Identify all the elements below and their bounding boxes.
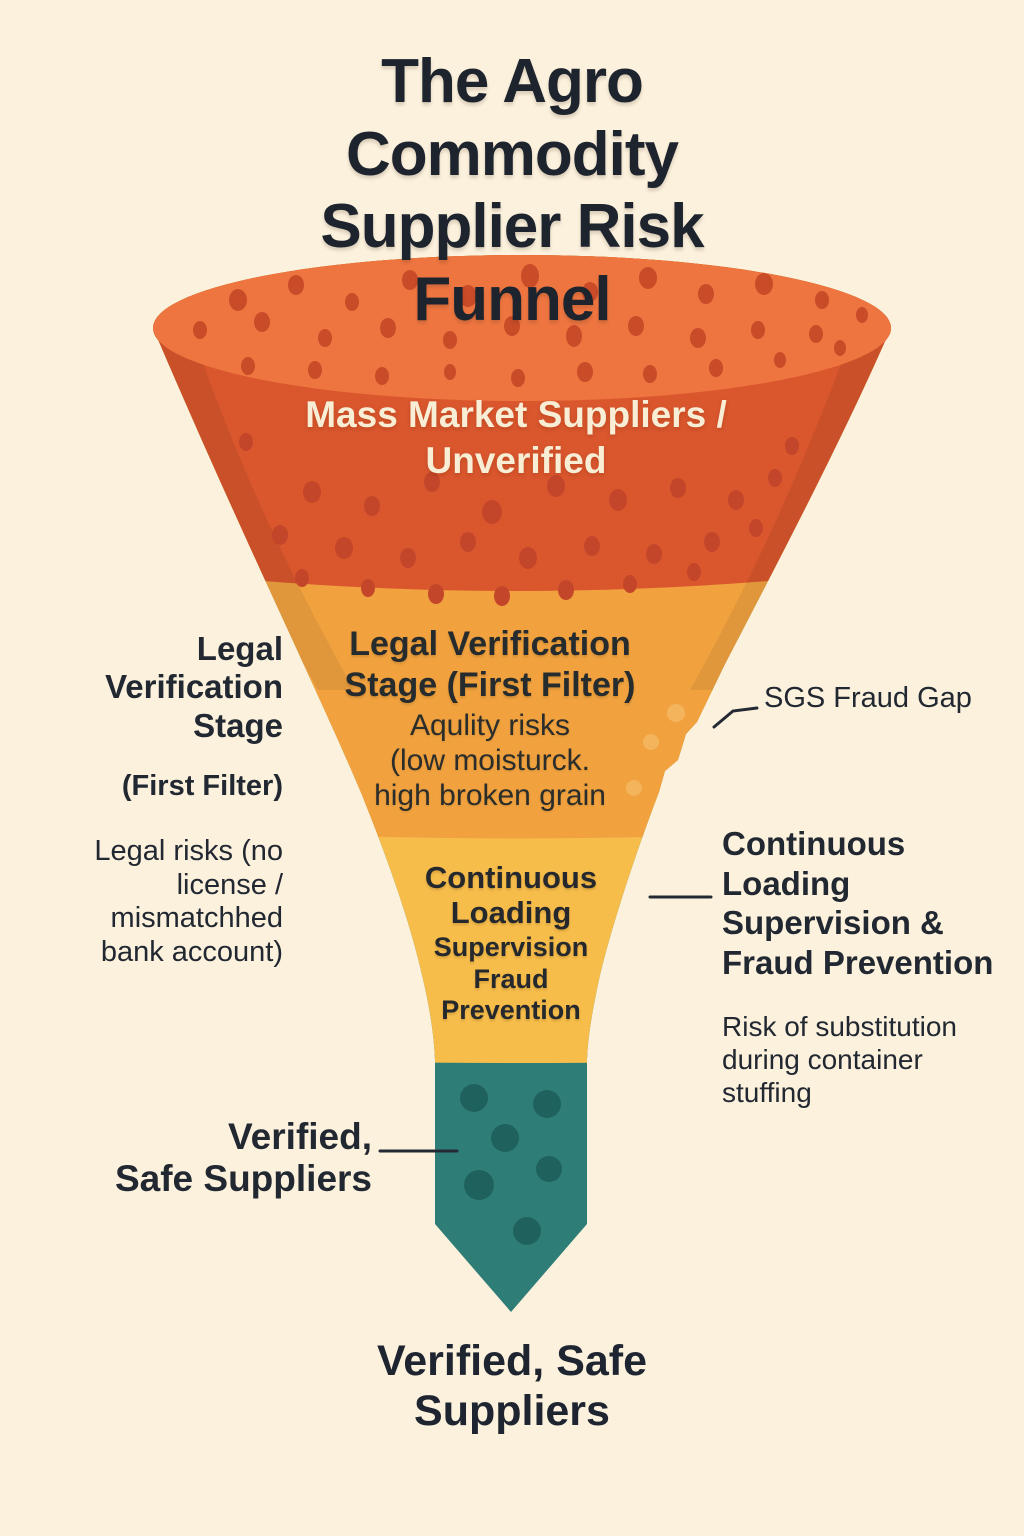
- loading-callout: Continuous Loading Supervision & Fraud P…: [722, 806, 1022, 1127]
- stage2-body: Aqulity risks (low moisturck. high broke…: [374, 709, 606, 813]
- stage1-label: Mass Market Suppliers / Unverified: [305, 394, 727, 482]
- right-edge-shade: [690, 332, 891, 690]
- legal-callout: Legal Verification Stage (First Filter) …: [0, 612, 283, 988]
- stage3-heading: Continuous Loading: [424, 860, 598, 931]
- stage2-heading: Legal Verification Stage (First Filter): [344, 625, 636, 705]
- legal-callout-subheading: (First Filter): [121, 769, 283, 802]
- loading-callout-body: Risk of substitution during container st…: [722, 1011, 957, 1109]
- bottom-caption: Verified, Safe Suppliers: [376, 1337, 648, 1436]
- page-title: The Agro Commodity Supplier Risk Funnel: [320, 47, 704, 334]
- stage4-dots: [460, 1084, 562, 1245]
- legal-callout-heading: Legal Verification Stage: [105, 630, 283, 744]
- stage3-body: Supervision Fraud Prevention: [433, 932, 589, 1026]
- stage1-dots: [239, 433, 799, 606]
- legal-callout-body: Legal risks (no license / mismatchhed ba…: [94, 835, 283, 969]
- loading-callout-heading: Continuous Loading Supervision & Fraud P…: [722, 825, 994, 981]
- sgs-gap-connector-line: [712, 706, 759, 729]
- sgs-gap-label: SGS Fraud Gap: [764, 682, 972, 714]
- left-edge-shade: [153, 332, 354, 690]
- stage2-leak-dots: [626, 704, 685, 796]
- outlet-label: Verified, Safe Suppliers: [114, 1116, 372, 1199]
- rim-dots: [193, 264, 868, 387]
